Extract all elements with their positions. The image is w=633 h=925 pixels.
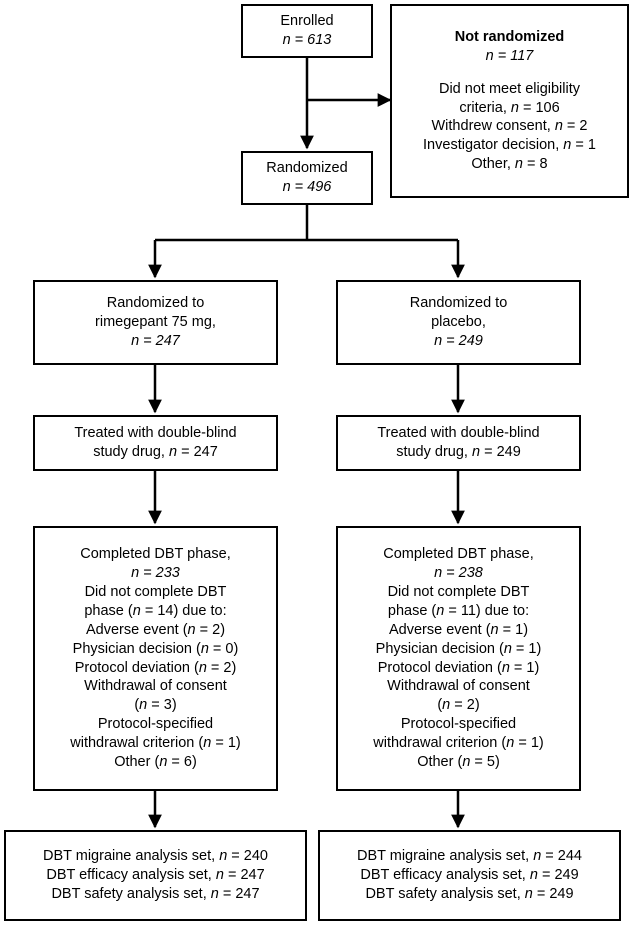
box-completed-placebo-line-11: Other (n = 5) <box>417 753 500 770</box>
box-completed-placebo-line-7: Withdrawal of consent <box>387 678 530 695</box>
box-analysis-sets-rimegepant-line-2: DBT safety analysis set, n = 247 <box>51 885 260 902</box>
box-completed-rimegepant-line-6: Protocol deviation (n = 2) <box>74 659 237 676</box>
box-randomized-line-1: n = 496 <box>282 179 332 195</box>
box-completed-placebo-line-1: n = 238 <box>434 565 483 582</box>
box-randomized-to-rimegepant-line-2: n = 247 <box>131 332 180 349</box>
box-treated-rimegepant: Treated with double-blind study drug, n … <box>33 415 278 471</box>
box-randomized-to-rimegepant: Randomized to rimegepant 75 mg, n = 247 <box>33 280 278 365</box>
box-enrolled-line-1: n = 613 <box>282 32 332 48</box>
box-completed-rimegepant-line-8: (n = 3) <box>134 697 177 714</box>
box-not-randomized-line-4: criteria, n = 106 <box>459 99 560 116</box>
box-enrolled-line-0: Enrolled <box>280 13 334 30</box>
box-completed-rimegepant: Completed DBT phase, n = 233 Did not com… <box>33 526 278 791</box>
box-analysis-sets-placebo: DBT migraine analysis set, n = 244 DBT e… <box>318 830 621 921</box>
box-analysis-sets-rimegepant-line-1: DBT efficacy analysis set, n = 247 <box>46 867 265 884</box>
box-randomized: Randomized n = 496 <box>241 151 373 205</box>
box-completed-rimegepant-line-5: Physician decision (n = 0) <box>72 640 239 657</box>
box-not-randomized-line-5: Withdrew consent, n = 2 <box>431 118 588 135</box>
box-randomized-to-placebo-line-1: placebo, <box>431 314 486 331</box>
box-completed-rimegepant-line-11: Other (n = 6) <box>114 753 197 770</box>
box-randomized-to-rimegepant-line-1: rimegepant 75 mg, <box>95 314 216 331</box>
box-completed-placebo-line-8: (n = 2) <box>437 697 480 714</box>
box-completed-rimegepant-line-3: phase (n = 14) due to: <box>84 602 227 619</box>
box-not-randomized: Not randomized n = 117 Did not meet elig… <box>390 4 629 198</box>
box-treated-placebo: Treated with double-blind study drug, n … <box>336 415 581 471</box>
box-analysis-sets-placebo-line-1: DBT efficacy analysis set, n = 249 <box>360 867 579 884</box>
box-completed-placebo-line-2: Did not complete DBT <box>387 584 530 601</box>
box-completed-rimegepant-line-7: Withdrawal of consent <box>84 678 227 695</box>
box-randomized-to-placebo: Randomized to placebo, n = 249 <box>336 280 581 365</box>
box-completed-placebo-line-5: Physician decision (n = 1) <box>375 640 542 657</box>
box-completed-rimegepant-line-10: withdrawal criterion (n = 1) <box>70 734 241 751</box>
box-analysis-sets-placebo-line-0: DBT migraine analysis set, n = 244 <box>356 848 582 865</box>
box-not-randomized-line-1: n = 117 <box>485 47 534 64</box>
box-completed-placebo-line-10: withdrawal criterion (n = 1) <box>373 734 544 751</box>
box-completed-placebo-line-9: Protocol-specified <box>400 716 517 733</box>
box-enrolled: Enrolled n = 613 <box>241 4 373 58</box>
box-analysis-sets-rimegepant-line-0: DBT migraine analysis set, n = 240 <box>42 848 268 865</box>
box-randomized-to-placebo-line-2: n = 249 <box>434 332 483 349</box>
box-randomized-line-0: Randomized <box>266 160 348 177</box>
box-treated-placebo-line-1: study drug, n = 249 <box>396 444 521 460</box>
box-not-randomized-line-0: Not randomized <box>454 29 565 46</box>
box-completed-placebo: Completed DBT phase, n = 238 Did not com… <box>336 526 581 791</box>
box-completed-rimegepant-line-2: Did not complete DBT <box>84 584 227 601</box>
box-completed-placebo-line-0: Completed DBT phase, <box>383 546 534 563</box>
box-randomized-to-placebo-line-0: Randomized to <box>409 295 508 312</box>
box-not-randomized-line-7: Other, n = 8 <box>471 156 548 173</box>
box-completed-placebo-line-3: phase (n = 11) due to: <box>387 602 530 619</box>
box-randomized-to-rimegepant-line-0: Randomized to <box>106 295 205 312</box>
box-completed-placebo-line-6: Protocol deviation (n = 1) <box>377 659 540 676</box>
box-completed-rimegepant-line-0: Completed DBT phase, <box>80 546 231 563</box>
box-not-randomized-line-6: Investigator decision, n = 1 <box>423 137 596 154</box>
box-treated-rimegepant-line-1: study drug, n = 247 <box>93 444 218 460</box>
box-analysis-sets-placebo-line-2: DBT safety analysis set, n = 249 <box>365 885 574 902</box>
box-treated-placebo-line-0: Treated with double-blind <box>377 425 540 442</box>
box-analysis-sets-rimegepant: DBT migraine analysis set, n = 240 DBT e… <box>4 830 307 921</box>
box-completed-rimegepant-line-1: n = 233 <box>131 565 180 582</box>
box-completed-rimegepant-line-9: Protocol-specified <box>97 716 214 733</box>
box-treated-rimegepant-line-0: Treated with double-blind <box>74 425 237 442</box>
box-completed-placebo-line-4: Adverse event (n = 1) <box>388 621 529 638</box>
box-completed-rimegepant-line-4: Adverse event (n = 2) <box>85 621 226 638</box>
box-not-randomized-line-3: Did not meet eligibility <box>438 80 581 97</box>
